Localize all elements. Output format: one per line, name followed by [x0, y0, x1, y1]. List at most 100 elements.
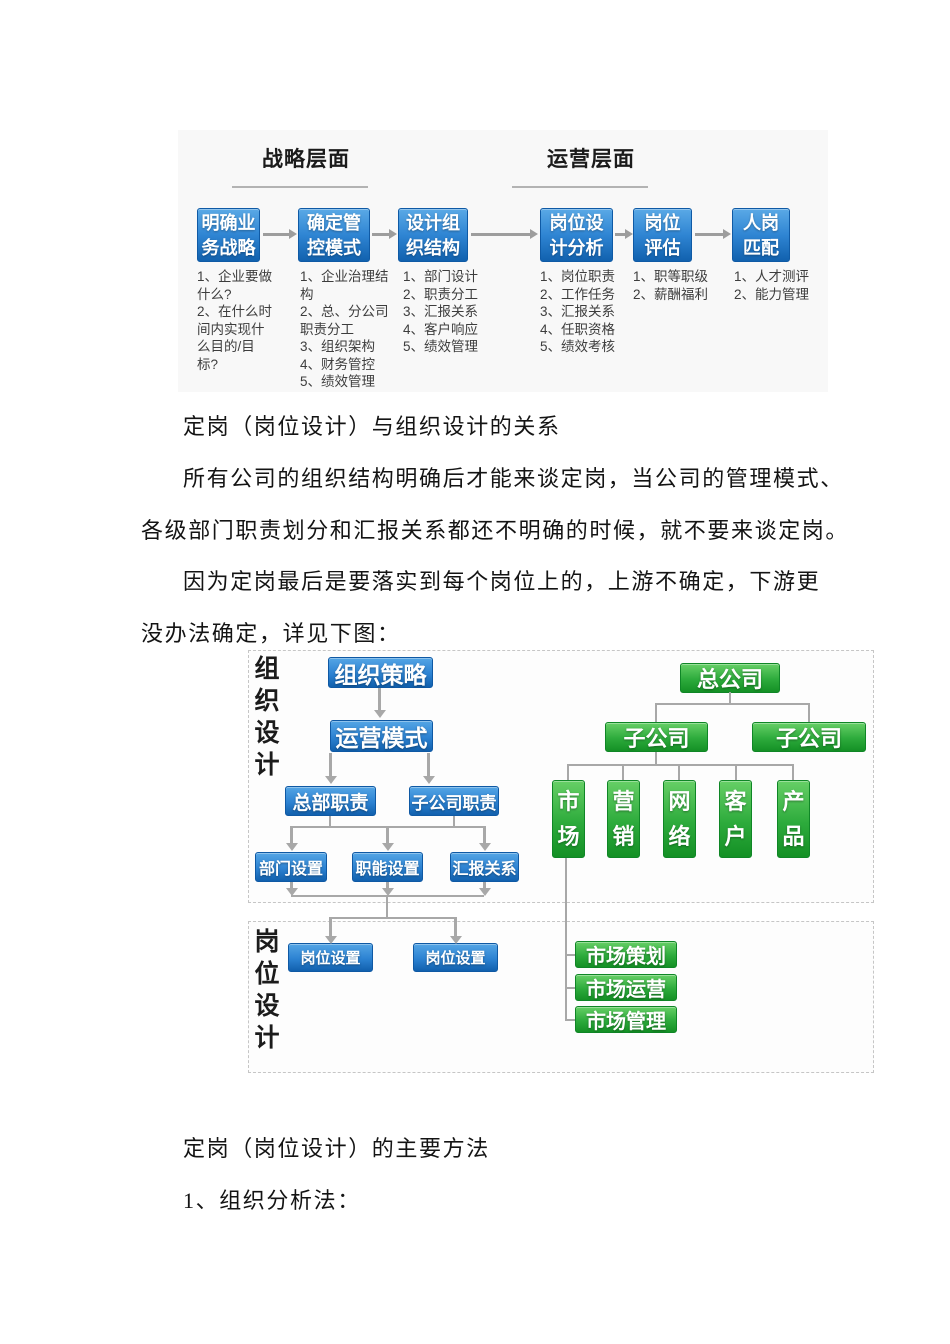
connector-line — [678, 764, 680, 780]
connector-line — [453, 816, 455, 826]
step-box-line: 务战略 — [201, 238, 256, 258]
step-list-person-post-match: 1、人才测评 2、能力管理 — [734, 268, 809, 303]
list-line: 4、任职资格 — [540, 321, 616, 337]
step-box-line: 计分析 — [549, 238, 604, 258]
down-arrow — [285, 826, 298, 851]
body-line: 因为定岗最后是要落实到每个岗位上的，上游不确定，下游更 — [183, 569, 821, 594]
list-line: 1、职等职级 — [633, 269, 709, 284]
connector-line — [792, 764, 794, 780]
list-line: 标? — [197, 356, 219, 372]
dept-char: 营 — [612, 789, 635, 814]
down-arrow — [449, 917, 462, 944]
node-org-strategy: 组织策略 — [328, 657, 433, 688]
body-line: 所有公司的组织结构明确后才能来谈定岗，当公司的管理模式、 — [183, 466, 844, 491]
body-line: 各级部门职责划分和汇报关系都还不明确的时候，就不要来谈定岗。 — [141, 518, 850, 543]
down-arrow — [478, 882, 491, 896]
list-line: 2、在什么时 — [197, 304, 273, 319]
strategic-header-underline — [232, 186, 368, 188]
list-line: 构 — [300, 286, 314, 302]
list-line: 职责分工 — [300, 321, 354, 337]
step-box-line: 人岗 — [743, 213, 779, 233]
node-sales-dept: 营销 — [607, 780, 640, 858]
down-arrow — [478, 826, 491, 851]
section-heading: 定岗（岗位设计）与组织设计的关系 — [183, 414, 561, 439]
list-line: 2、能力管理 — [734, 286, 810, 302]
list-line: 4、财务管控 — [300, 356, 376, 372]
down-arrow — [373, 688, 386, 718]
list-line: 什么? — [197, 286, 232, 302]
down-arrow — [324, 753, 337, 784]
label-char: 组 — [254, 655, 280, 683]
node-subsidiary-2: 子公司 — [752, 722, 866, 752]
connector-line — [735, 764, 737, 780]
dept-char: 户 — [724, 824, 747, 849]
step-list-business-strategy: 1、企业要做什么?2、在什么时间内实现什么目的/目标? — [197, 268, 272, 373]
list-line: 5、绩效考核 — [540, 339, 616, 354]
diagram-background — [178, 130, 828, 392]
strategic-level-header: 战略层面 — [262, 148, 350, 171]
step-box-line: 设计组 — [406, 213, 460, 233]
step-box-post-analysis: 岗位设 计分析 — [540, 208, 613, 262]
list-line: 5、绩效管理 — [403, 339, 479, 354]
label-char: 计 — [254, 1024, 280, 1052]
step-box-line: 评估 — [644, 238, 681, 258]
dept-char: 客 — [724, 789, 747, 814]
node-post-setup-2: 岗位设置 — [413, 943, 498, 972]
list-line: 1、人才测评 — [734, 269, 810, 284]
node-post-setup-1: 岗位设置 — [288, 943, 373, 972]
connector-line — [622, 764, 624, 780]
connector-line — [386, 895, 388, 917]
label-char: 计 — [254, 751, 280, 779]
node-market-operations: 市场运营 — [575, 974, 677, 1001]
label-char: 设 — [254, 719, 280, 747]
down-arrow — [381, 826, 394, 851]
label-char: 位 — [254, 960, 280, 988]
node-customer-dept: 客户 — [719, 780, 752, 858]
dept-char: 产 — [782, 789, 805, 814]
connector-line — [568, 764, 793, 766]
body-line: 没办法确定，详见下图： — [141, 621, 401, 646]
list-line: 1、企业治理结 — [300, 269, 389, 284]
node-market-dept: 市场 — [552, 780, 585, 858]
step-box-line: 织结构 — [406, 238, 460, 258]
list-line: 2、工作任务 — [540, 286, 616, 302]
dept-char: 络 — [668, 824, 691, 849]
dept-char: 品 — [782, 824, 805, 849]
post-design-vertical-label: 岗位设计 — [252, 926, 282, 1054]
connector-line — [567, 764, 569, 780]
list-line: 4、客户响应 — [403, 321, 479, 337]
dept-char: 场 — [557, 824, 580, 849]
label-char: 设 — [254, 992, 280, 1020]
connector-line — [565, 987, 575, 989]
list-line: 5、绩效管理 — [300, 374, 376, 389]
list-line: 间内实现什 — [197, 321, 265, 337]
section-heading: 定岗（岗位设计）的主要方法 — [183, 1136, 490, 1161]
body-line: 1、组织分析法： — [183, 1188, 361, 1213]
connector-line — [565, 858, 567, 1020]
connector-line — [565, 1019, 575, 1021]
dept-char: 销 — [612, 824, 635, 849]
flow-arrow-right — [263, 229, 297, 239]
node-hq-duties: 总部职责 — [285, 786, 376, 816]
node-reporting-relations: 汇报关系 — [450, 852, 519, 882]
node-subsidiary-duties: 子公司职责 — [409, 786, 499, 816]
node-operating-model: 运营模式 — [330, 720, 433, 752]
org-design-vertical-label: 组织设计 — [252, 653, 282, 781]
node-market-planning: 市场策划 — [575, 941, 677, 968]
connector-line — [729, 692, 731, 703]
node-head-office: 总公司 — [680, 663, 780, 693]
node-subsidiary-1: 子公司 — [605, 722, 708, 752]
label-char: 织 — [254, 687, 280, 715]
connector-line — [565, 954, 575, 956]
step-box-line: 岗位设 — [549, 213, 604, 233]
down-arrow — [381, 882, 394, 896]
connector-line — [656, 703, 809, 705]
operational-header-underline — [512, 186, 648, 188]
list-line: 3、汇报关系 — [540, 304, 616, 319]
list-line: 2、职责分工 — [403, 286, 479, 302]
list-line: 3、组织架构 — [300, 339, 376, 354]
